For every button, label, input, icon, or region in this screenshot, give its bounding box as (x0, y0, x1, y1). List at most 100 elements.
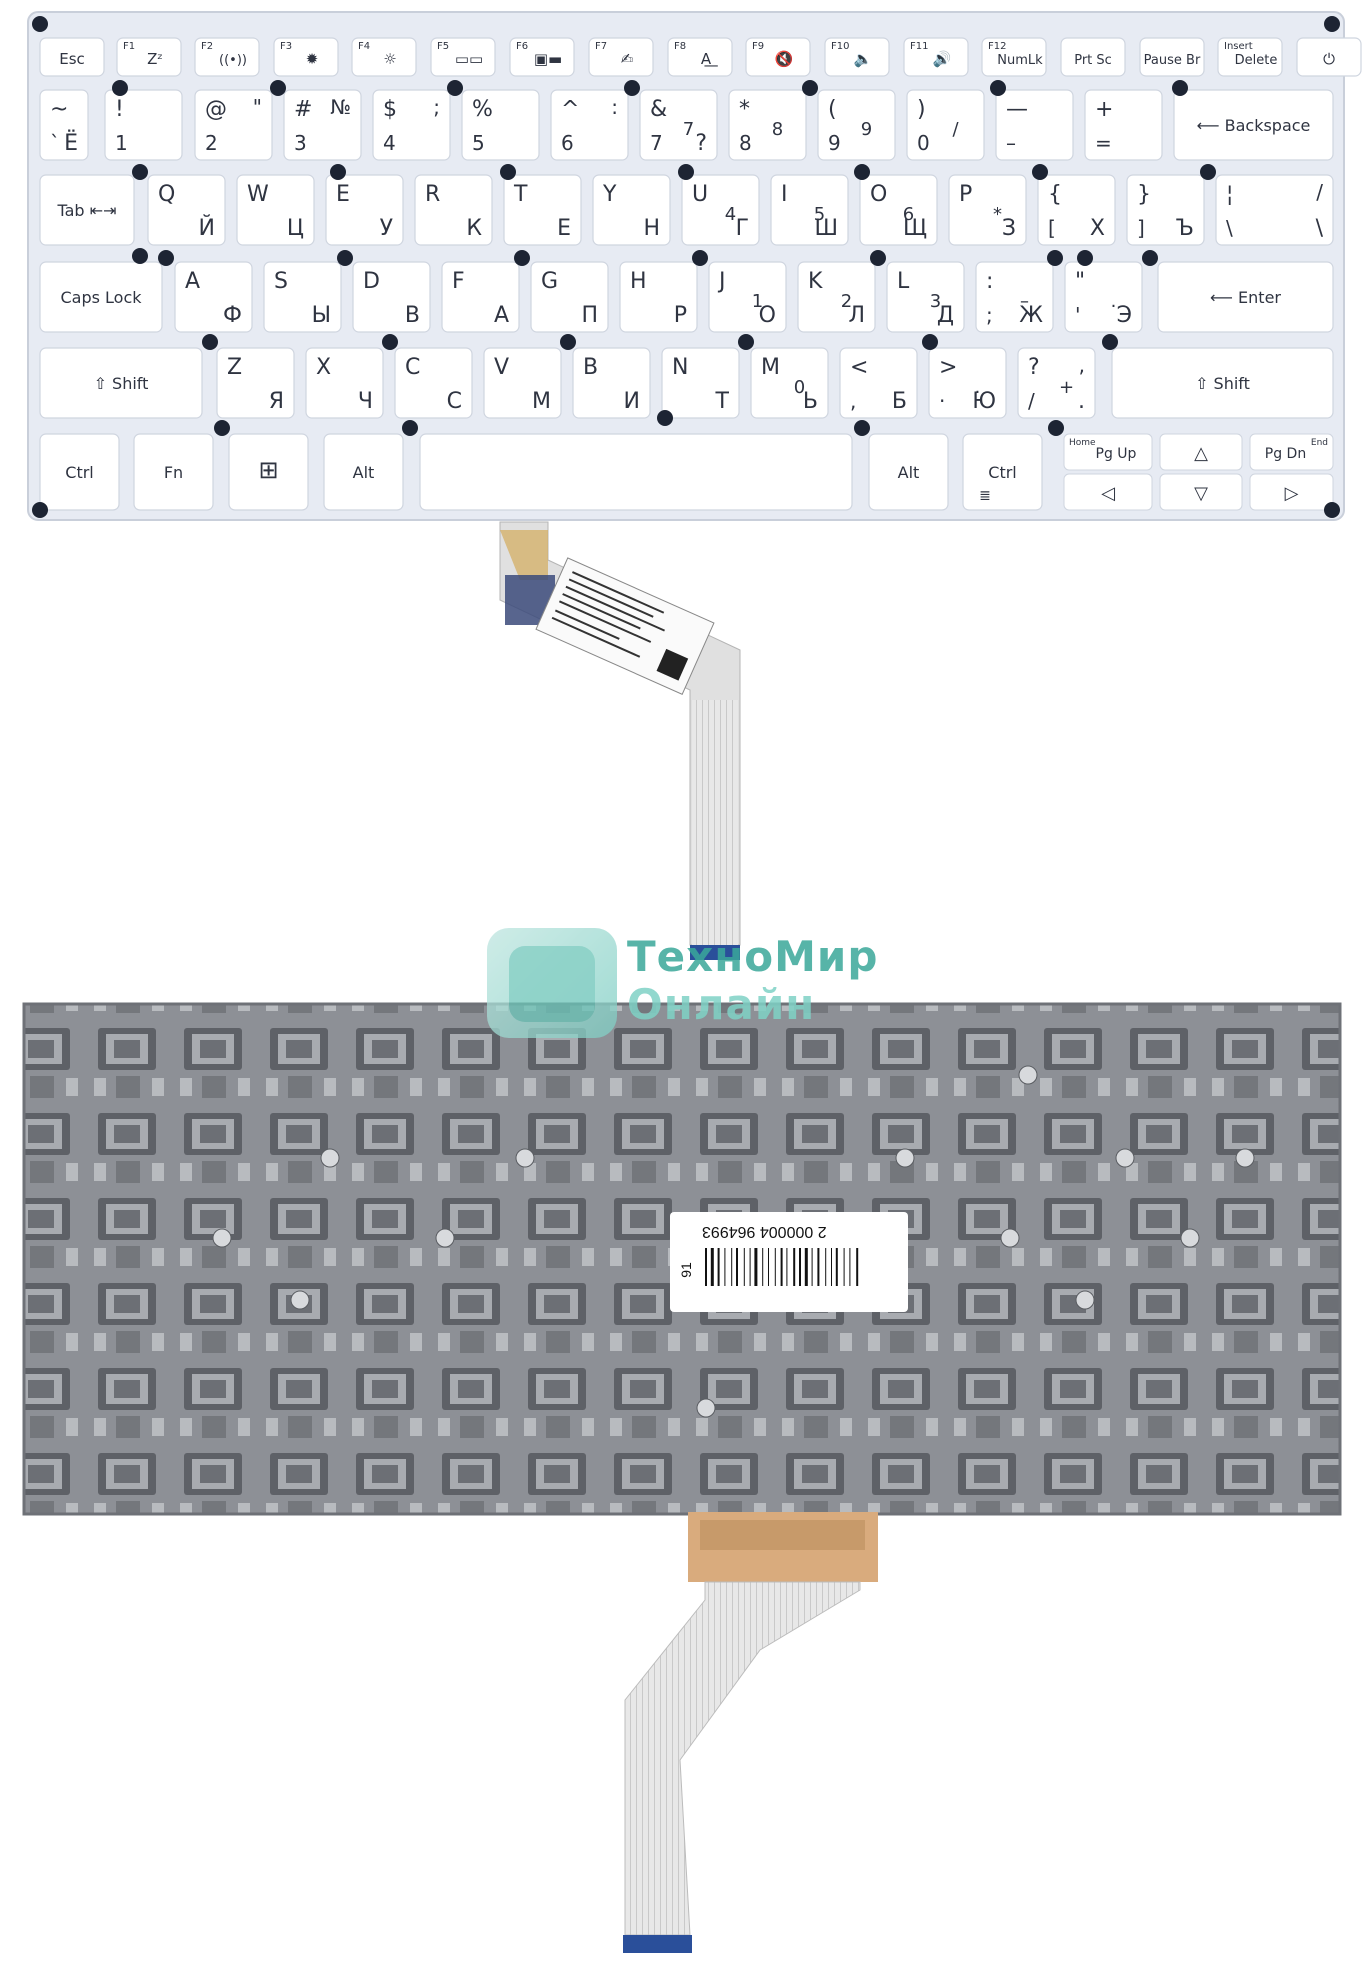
key-fn[interactable]: Fn (133, 433, 214, 511)
key-k0[interactable]: )/0 (906, 89, 985, 161)
key-win[interactable]: ⊞ (228, 433, 309, 511)
key-j[interactable]: J1О (708, 261, 787, 333)
key-y[interactable]: YН (592, 174, 671, 246)
key-down[interactable]: ▽ (1159, 473, 1243, 511)
key-label: Alt (898, 463, 920, 482)
key-s[interactable]: SЫ (263, 261, 342, 333)
key-legend-bottom-right: М (532, 389, 551, 414)
wifi-icon: ((•)) (219, 53, 247, 68)
key-f5[interactable]: F5▭▭ (430, 37, 496, 77)
key-k5[interactable]: %5 (461, 89, 540, 161)
key-f9[interactable]: F9🔇 (745, 37, 811, 77)
key-comma[interactable]: <,Б (839, 347, 918, 419)
key-f8[interactable]: F8A͟ (667, 37, 733, 77)
key-backspace[interactable]: ⟵ Backspace (1173, 89, 1334, 161)
barcode-bar (849, 1248, 851, 1286)
key-t[interactable]: TЕ (503, 174, 582, 246)
key-prtsc[interactable]: Prt Sc (1060, 37, 1126, 77)
key-f2[interactable]: F2((•)) (194, 37, 260, 77)
key-fn-label: F3 (280, 41, 292, 52)
key-lbracket[interactable]: {[Х (1037, 174, 1116, 246)
key-power[interactable]: ⏻ (1296, 37, 1362, 77)
key-tilde[interactable]: ~`Ё (39, 89, 89, 161)
key-u[interactable]: U4Г (681, 174, 760, 246)
key-period[interactable]: >.·Ю (928, 347, 1007, 419)
key-g[interactable]: GП (530, 261, 609, 333)
cable-connector-blue (623, 1935, 692, 1953)
key-enter[interactable]: ⟵ Enter (1157, 261, 1334, 333)
key-rctrl[interactable]: Ctrl (962, 433, 1043, 511)
key-p[interactable]: P*З (948, 174, 1027, 246)
key-w[interactable]: WЦ (236, 174, 315, 246)
key-f7[interactable]: F7✍ (588, 37, 654, 77)
rivet (330, 164, 346, 180)
key-minus[interactable]: —– (995, 89, 1074, 161)
key-esc[interactable]: Esc (39, 37, 105, 77)
key-rbracket[interactable]: }]Ъ (1126, 174, 1205, 246)
key-k6[interactable]: ^:6 (550, 89, 629, 161)
key-legend-bottom-right: Т (715, 389, 730, 414)
key-f11[interactable]: F11🔊 (903, 37, 969, 77)
key-o[interactable]: O6Щ (859, 174, 938, 246)
key-k7[interactable]: &77? (639, 89, 718, 161)
key-i[interactable]: I5Ш (770, 174, 849, 246)
key-tab[interactable]: Tab ⇤⇥ (39, 174, 135, 246)
key-k[interactable]: K2Л (797, 261, 876, 333)
key-lshift[interactable]: ⇧ Shift (39, 347, 203, 419)
key-d[interactable]: DВ (352, 261, 431, 333)
key-left[interactable]: ◁ (1063, 473, 1153, 511)
key-capslock[interactable]: Caps Lock (39, 261, 163, 333)
key-backslash[interactable]: ¦/\\ (1215, 174, 1334, 246)
barcode-bar (856, 1248, 859, 1286)
key-e[interactable]: EУ (325, 174, 404, 246)
key-cap (419, 433, 853, 511)
key-space[interactable] (419, 433, 853, 511)
mute-icon: 🔇 (775, 50, 794, 68)
key-x[interactable]: XЧ (305, 347, 384, 419)
key-cap (1063, 473, 1153, 511)
rivet (870, 250, 886, 266)
key-pause[interactable]: Pause Br (1139, 37, 1205, 77)
key-k9[interactable]: (99 (817, 89, 896, 161)
key-q[interactable]: QЙ (147, 174, 226, 246)
key-f[interactable]: FА (441, 261, 520, 333)
key-f4[interactable]: F4☼ (351, 37, 417, 77)
key-v[interactable]: VМ (483, 347, 562, 419)
key-lctrl[interactable]: Ctrl (39, 433, 120, 511)
key-k1[interactable]: !1 (104, 89, 183, 161)
key-h[interactable]: HР (619, 261, 698, 333)
key-r[interactable]: RК (414, 174, 493, 246)
key-lalt[interactable]: Alt (323, 433, 404, 511)
key-k4[interactable]: $;4 (372, 89, 451, 161)
key-l[interactable]: L3Д (886, 261, 965, 333)
key-slash[interactable]: ?,+/. (1017, 347, 1096, 419)
key-k3[interactable]: #№3 (283, 89, 362, 161)
key-n[interactable]: NТ (661, 347, 740, 419)
key-c[interactable]: CС (394, 347, 473, 419)
key-a[interactable]: AФ (174, 261, 253, 333)
key-m[interactable]: M0Ь (750, 347, 829, 419)
key-legend-bottom-right: Ь (803, 389, 818, 414)
key-semicolon[interactable]: :–;Ж (975, 261, 1054, 333)
key-z[interactable]: ZЯ (216, 347, 295, 419)
key-up[interactable]: △ (1159, 433, 1243, 471)
key-rshift[interactable]: ⇧ Shift (1111, 347, 1334, 419)
key-f3[interactable]: F3✹ (273, 37, 339, 77)
rivet (1048, 420, 1064, 436)
key-k8[interactable]: *88 (728, 89, 807, 161)
key-b[interactable]: BИ (572, 347, 651, 419)
key-f6[interactable]: F6▣▬ (509, 37, 575, 77)
key-right[interactable]: ▷ (1249, 473, 1334, 511)
key-f10[interactable]: F10🔈 (824, 37, 890, 77)
key-cap (903, 37, 969, 77)
key-ralt[interactable]: Alt (868, 433, 949, 511)
key-quote[interactable]: ".'Э (1064, 261, 1143, 333)
key-cap (104, 89, 183, 161)
key-k2[interactable]: @"2 (194, 89, 273, 161)
key-equals[interactable]: += (1084, 89, 1163, 161)
